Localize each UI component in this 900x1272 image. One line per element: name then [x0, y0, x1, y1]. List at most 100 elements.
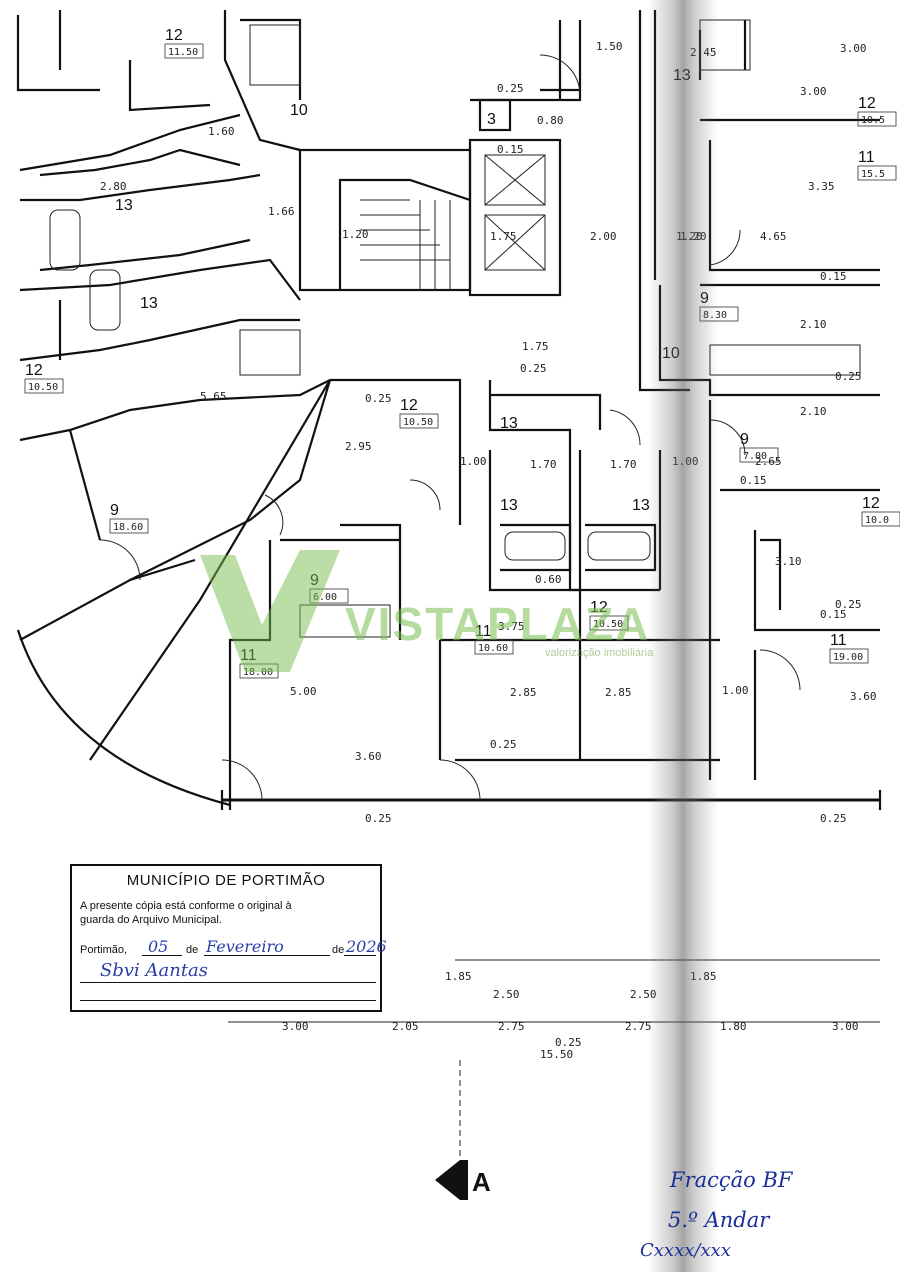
dimension-label: 1.20 [676, 230, 703, 243]
room-number: 11 [475, 623, 492, 640]
dimension-label: 0.25 [365, 812, 392, 825]
dimension-label: 2.75 [625, 1020, 652, 1033]
room-area: 7.00 [743, 451, 767, 462]
dimension-label: 1.00 [722, 684, 749, 697]
stamp-year: 2026 [346, 937, 387, 956]
dimension-label: 1.20 [342, 228, 369, 241]
room-number: 13 [140, 295, 158, 312]
room-area: 10.0 [865, 515, 889, 526]
room-area: 10.5 [861, 115, 885, 126]
room-number: 13 [632, 497, 650, 514]
stamp-de-2: de [332, 944, 345, 956]
handwritten-note-line2: 5.º Andar [668, 1208, 770, 1232]
dimension-label: 2.95 [345, 440, 372, 453]
stamp-text-line1: A presente cópia está conforme o origina… [80, 900, 292, 912]
dimension-label: 5.65 [200, 390, 227, 403]
dimension-label: 2.45 [690, 46, 717, 59]
signature-rule [80, 982, 376, 983]
dimension-label: 3.60 [355, 750, 382, 763]
room-number: 11 [830, 632, 847, 649]
room-area-box [164, 43, 204, 59]
room-number: 12 [25, 362, 43, 379]
section-arrow-icon [435, 1160, 460, 1200]
room-area: 18.60 [113, 522, 143, 533]
stamp-title: MUNICÍPIO DE PORTIMÃO [126, 872, 326, 889]
room-area-box [109, 518, 149, 534]
dimension-label: 0.15 [820, 608, 847, 621]
room-area-box [399, 413, 439, 429]
dimension-label: 3.35 [808, 180, 835, 193]
room-number: 11 [858, 149, 875, 166]
dimension-label: 1.66 [268, 205, 295, 218]
room-number: 13 [115, 197, 133, 214]
stair-and-lift-details [49, 19, 880, 1160]
room-area-box [861, 511, 900, 527]
watermark-logo-icon [200, 550, 340, 672]
dimension-label: 2.05 [392, 1020, 419, 1033]
room-area: 19.00 [833, 652, 863, 663]
dimension-label: 2.50 [493, 988, 520, 1001]
room-number: 12 [400, 397, 418, 414]
dimension-label: 0.25 [490, 738, 517, 751]
signature-rule-2 [80, 1000, 376, 1001]
dimension-label: 0.15 [820, 270, 847, 283]
dimension-label: 3.00 [800, 85, 827, 98]
room-number: 9 [700, 290, 709, 307]
dimension-label: 1.00 [672, 455, 699, 468]
room-area-box [474, 639, 514, 655]
dimension-label: 2.10 [800, 405, 827, 418]
dimension-label: 0.25 [365, 392, 392, 405]
vistaplaza-watermark: VISTAPLAZA valorização imobiliária [200, 550, 654, 672]
dimension-label: 3.00 [832, 1020, 859, 1033]
room-area: 10.50 [28, 382, 58, 393]
dimension-label: 1.70 [610, 458, 637, 471]
room-number: 12 [858, 95, 876, 112]
room-area-box [24, 378, 64, 394]
dimension-label: 2.85 [605, 686, 632, 699]
dimension-label: 0.25 [520, 362, 547, 375]
dimension-label: 0.25 [555, 1036, 582, 1049]
room-area: 8.30 [703, 310, 727, 321]
room-area: 18.00 [243, 667, 273, 678]
room-area-box [857, 111, 897, 127]
room-number: 12 [165, 27, 183, 44]
room-number: 9 [110, 502, 119, 519]
dimension-label: 3.00 [840, 42, 867, 55]
watermark-brand: VISTAPLAZA [345, 598, 650, 650]
dimension-label: 3.10 [775, 555, 802, 568]
dimension-label: 2.65 [755, 455, 782, 468]
dimension-label: 2.85 [510, 686, 537, 699]
dimension-label: 15.50 [540, 1048, 573, 1061]
dimension-label: 0.25 [820, 812, 847, 825]
dimension-label: 1.70 [530, 458, 557, 471]
room-area: 10.50 [403, 417, 433, 428]
handwritten-note-line1: Fracção BF [670, 1168, 793, 1192]
dimension-label: 5.00 [290, 685, 317, 698]
dimension-label: 1.80 [720, 1020, 747, 1033]
dimension-label: 1.75 [522, 340, 549, 353]
room-number: 12 [862, 495, 880, 512]
dimension-label: 1.85 [690, 970, 717, 983]
room-number: 13 [673, 67, 691, 84]
dimension-label: 0.25 [835, 598, 862, 611]
section-marker: A [435, 1160, 491, 1200]
room-number: 13 [500, 497, 518, 514]
dimension-label: 0.25 [835, 370, 862, 383]
dimension-label: 1.50 [596, 40, 623, 53]
dimension-label: 2.00 [590, 230, 617, 243]
municipal-certification-stamp: MUNICÍPIO DE PORTIMÃO A presente cópia e… [70, 864, 387, 1012]
stamp-signature: Sbvi Aantas [100, 960, 209, 981]
room-labels: 1211.501013131210.50918.601210.501313139… [24, 27, 900, 679]
room-area: 11.50 [168, 47, 198, 58]
stamp-day: 05 [148, 937, 169, 956]
section-marker-label: A [472, 1167, 491, 1197]
dimension-label: 0.60 [535, 573, 562, 586]
watermark-tagline: valorização imobiliária [545, 647, 654, 659]
dimension-label: 0.25 [497, 82, 524, 95]
dimension-label: 1.85 [445, 970, 472, 983]
stamp-month: Fevereiro [206, 937, 284, 956]
room-area-box [857, 165, 897, 181]
stamp-text-line2: guarda do Arquivo Municipal. [80, 914, 222, 926]
